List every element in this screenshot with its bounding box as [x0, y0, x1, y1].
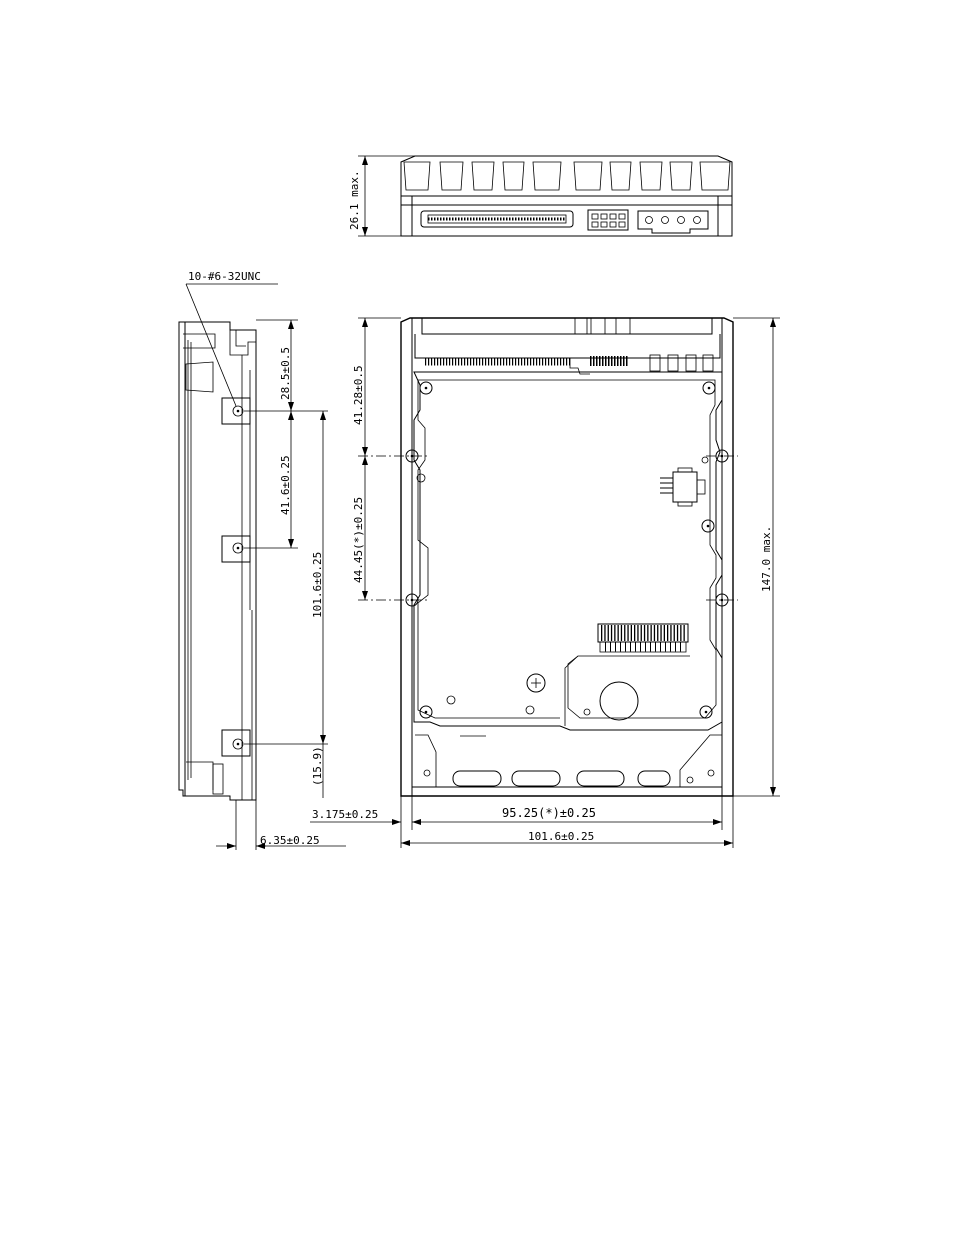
width-95-25-label: 95.25(*)±0.25 [502, 806, 596, 820]
dim-41-6-label: 41.6±0.25 [279, 455, 292, 515]
jumper-block [588, 210, 628, 230]
length-max-label: 147.0 max. [760, 526, 773, 592]
height-max-label: 26.1 max. [348, 170, 361, 230]
cooling-fins [404, 162, 730, 190]
dim-101-6-side-label: 101.6±0.25 [311, 552, 324, 618]
dim-41-28-label: 41.28±0.5 [352, 365, 365, 425]
dim-28-5-label: 28.5±0.5 [279, 347, 292, 400]
power-connector [638, 211, 708, 233]
width-101-6-label: 101.6±0.25 [528, 830, 594, 843]
dim-44-45-label: 44.45(*)±0.25 [352, 497, 365, 583]
bottom-view: 41.28±0.5 44.45(*)±0.25 147.0 max. 3.175… [310, 318, 780, 848]
rear-view: 26.1 max. [348, 156, 732, 236]
side-view: 10-#6-32UNC 28.5± [179, 270, 346, 850]
dim-15-9-label: (15.9) [311, 746, 324, 786]
interface-connector [421, 211, 573, 227]
offset-3-175-label: 3.175±0.25 [312, 808, 378, 821]
thread-label: 10-#6-32UNC [188, 270, 261, 283]
offset-6-35-label: 6.35±0.25 [260, 834, 320, 847]
